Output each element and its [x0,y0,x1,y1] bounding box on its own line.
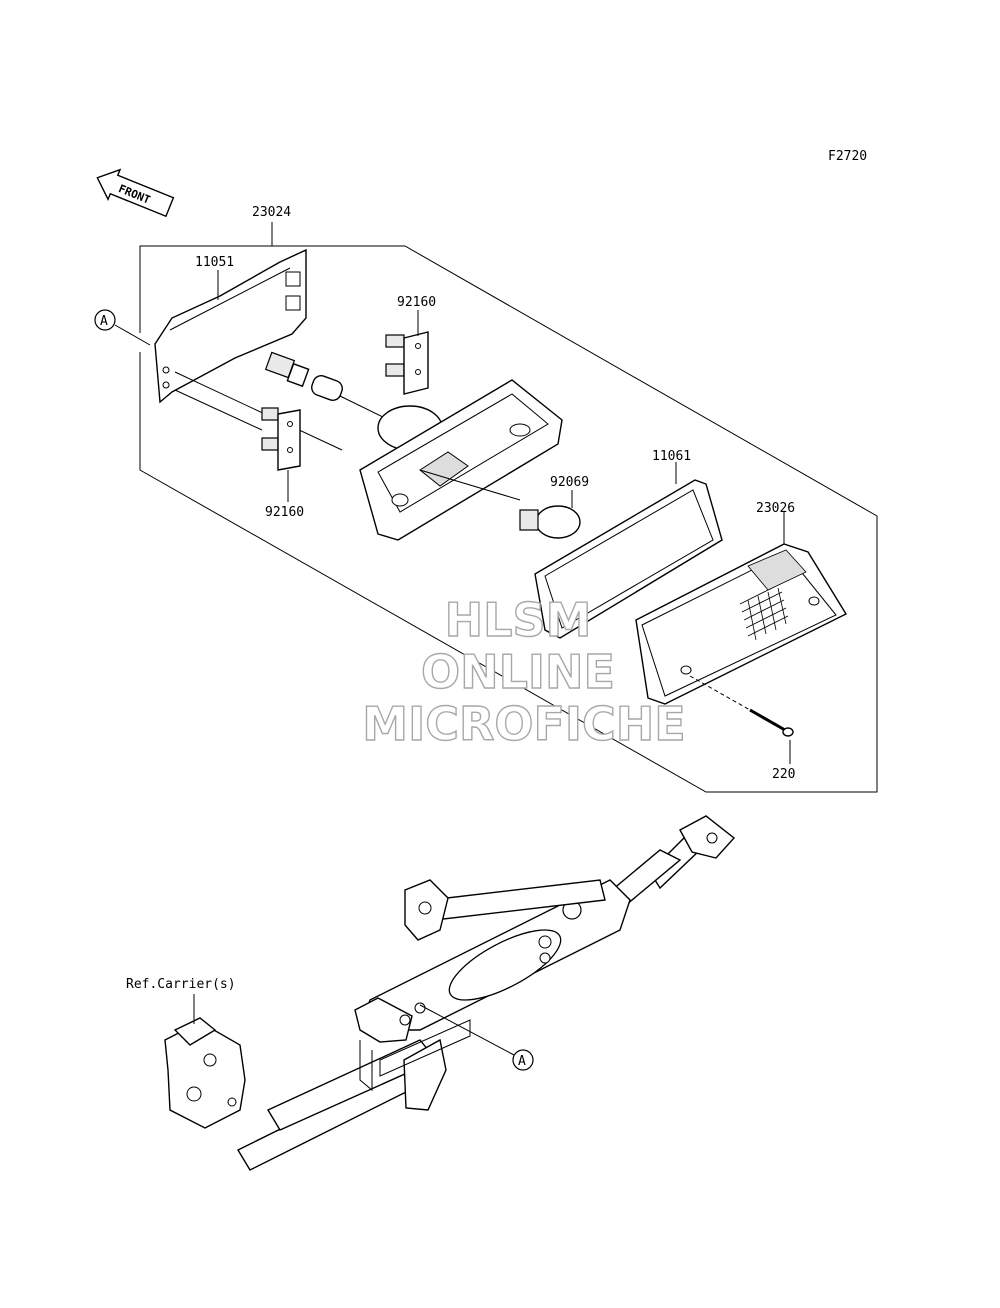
lamp-housing [359,379,563,541]
label-11051: 11051 [195,255,234,270]
socket-92160-upper [385,331,429,395]
bulb-92069 [519,505,581,539]
label-11061: 11061 [652,449,691,464]
ref-carrier-label: Ref.Carrier(s) [126,977,236,992]
figure-code: F2720 [828,149,867,164]
svg-text:A: A [518,1054,526,1069]
socket-92160-lower [261,407,301,471]
svg-text:HLSM: HLSM [445,593,592,647]
svg-text:MICROFICHE: MICROFICHE [362,697,685,751]
label-220: 220 [772,767,795,782]
label-92160-upper: 92160 [397,295,436,310]
front-arrow-icon: FRONT [96,168,175,218]
svg-text:A: A [100,314,108,329]
callout-a-lower: A [419,1004,534,1071]
wire-harness [264,351,386,419]
carrier-frame [164,815,736,1171]
label-92069: 92069 [550,475,589,490]
lens-23026 [635,543,847,705]
label-23026: 23026 [756,501,795,516]
callout-a-upper: A [94,309,151,346]
watermark: HLSM ONLINE MICROFICHE [362,592,687,751]
screw-220 [689,675,794,737]
assembly-outline [139,222,878,793]
label-92160-lower: 92160 [265,505,304,520]
svg-text:ONLINE: ONLINE [421,645,615,699]
bracket-11051 [154,248,307,404]
gasket-11061 [534,479,723,639]
label-23024: 23024 [252,205,291,220]
